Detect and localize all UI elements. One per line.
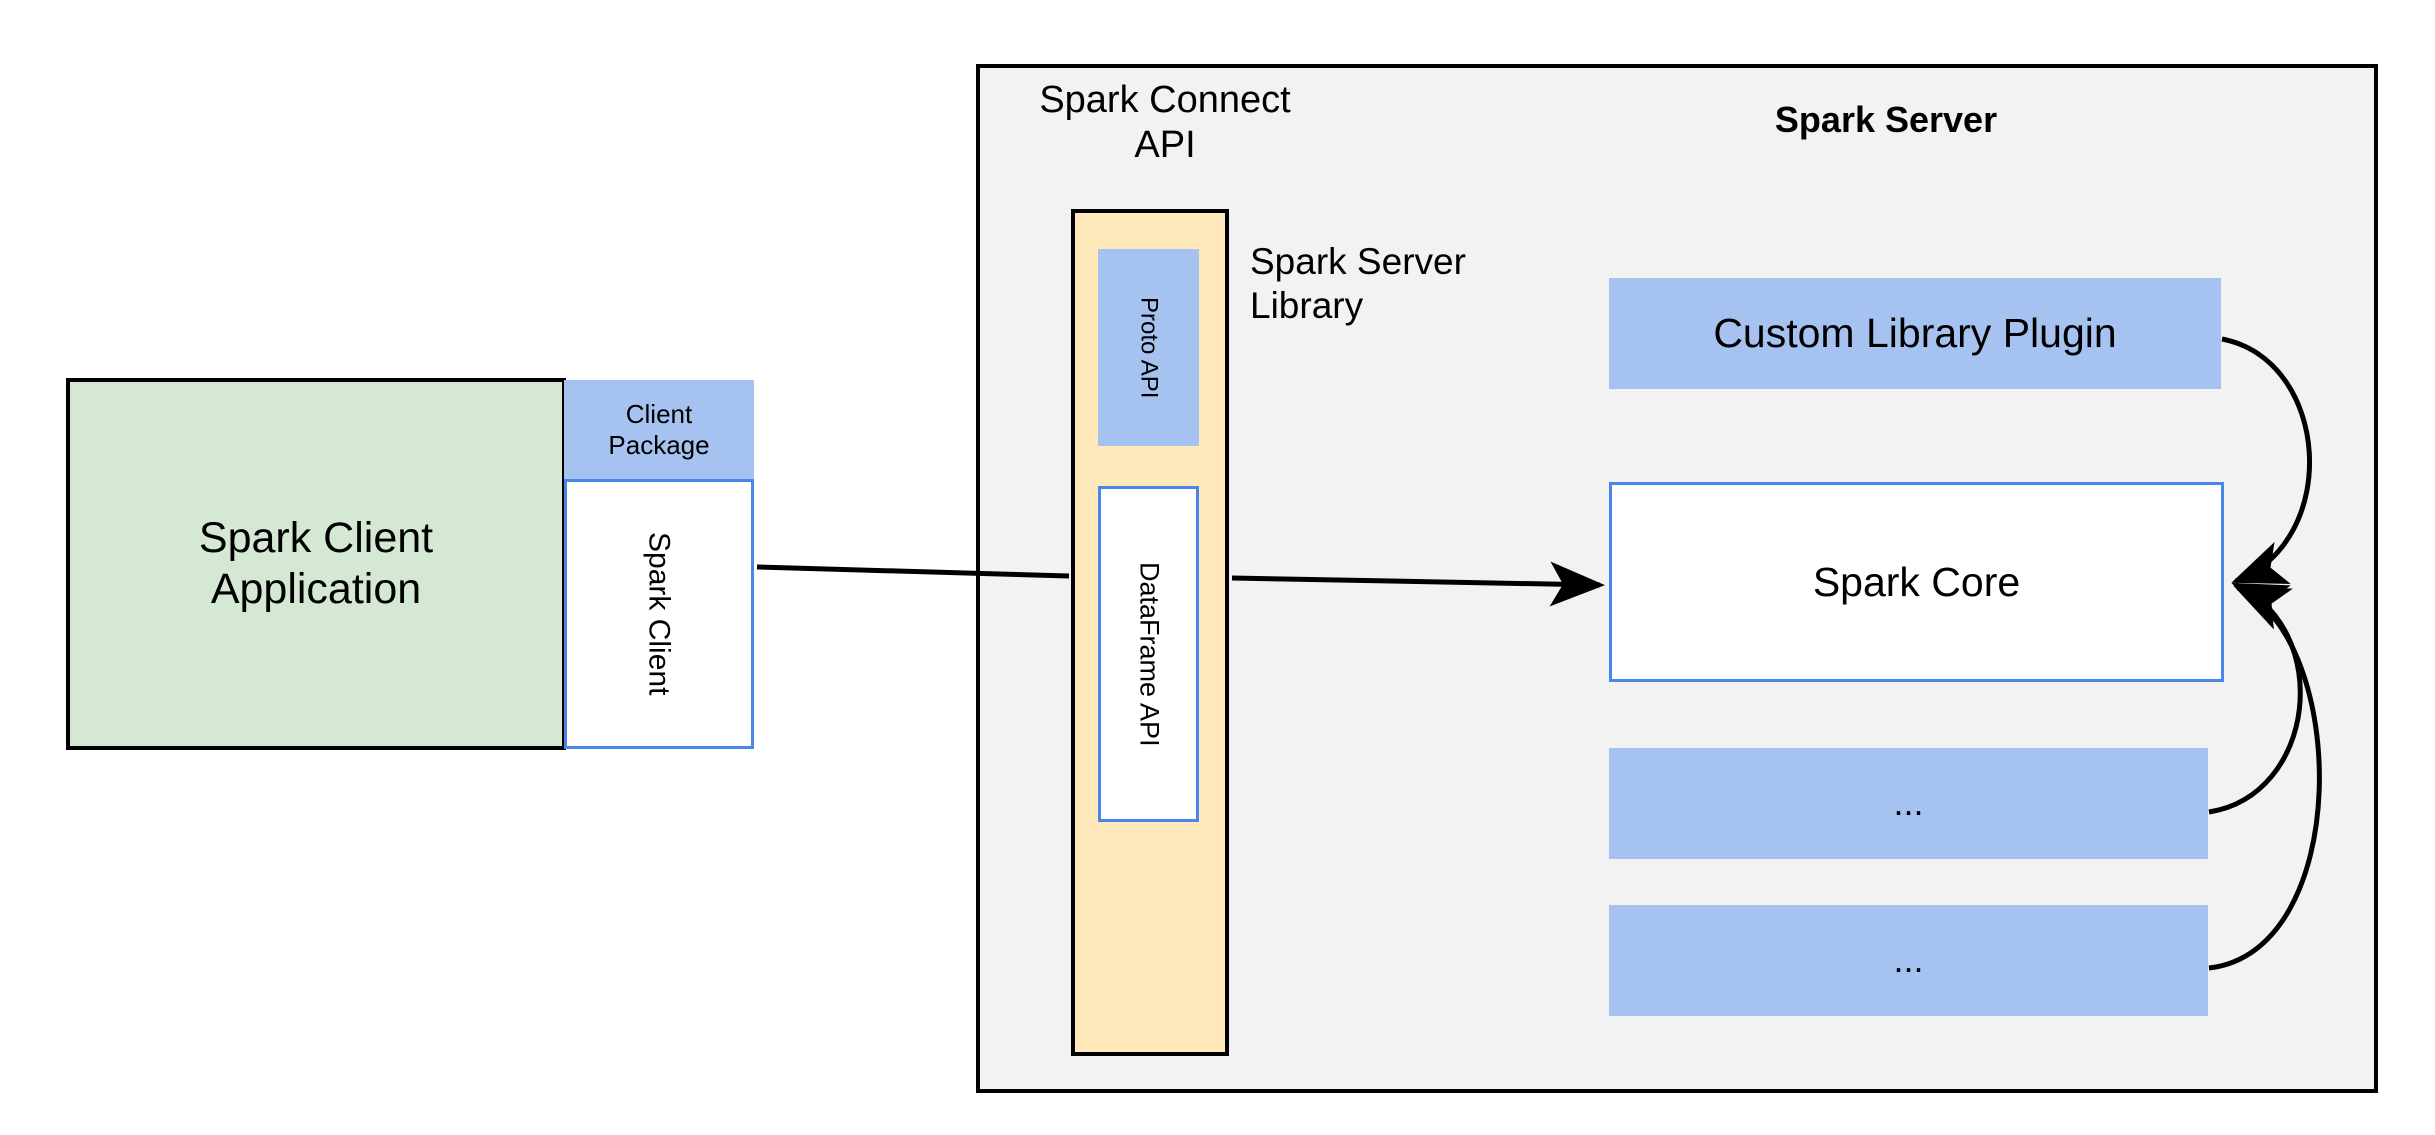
spark-connect-api-label: Spark Connect API (1020, 70, 1310, 166)
spark-client-application-label: Spark Client Application (199, 513, 433, 614)
ellipsis-box-2[interactable]: ... (1609, 905, 2208, 1016)
ellipsis-box-2-label: ... (1893, 939, 1924, 981)
dataframe-api-label: DataFrame API (1134, 561, 1165, 747)
proto-api-label: Proto API (1135, 296, 1163, 399)
spark-connect-api-label-line1: Spark Connect (1039, 79, 1291, 121)
spark-server-library-label-line2: Library (1250, 284, 1364, 326)
ellipsis-box-1[interactable]: ... (1609, 748, 2208, 859)
spark-client-label: Spark Client (642, 532, 676, 696)
spark-client-application-label-line2: Application (210, 565, 422, 613)
spark-server-library-label: Spark Server Library (1250, 240, 1560, 344)
spark-core-label: Spark Core (1812, 558, 2021, 605)
spark-client-box[interactable]: Spark Client (564, 479, 754, 749)
custom-library-plugin-box[interactable]: Custom Library Plugin (1609, 278, 2221, 389)
custom-library-plugin-label: Custom Library Plugin (1713, 310, 2117, 357)
dataframe-api-box[interactable]: DataFrame API (1098, 486, 1199, 822)
ellipsis-box-1-label: ... (1893, 782, 1924, 824)
client-package-label-line2: Package (608, 429, 710, 460)
spark-connect-api-label-line2: API (1134, 123, 1196, 166)
spark-server-library-label-line1: Spark Server (1250, 241, 1466, 282)
spark-core-box[interactable]: Spark Core (1609, 482, 2224, 682)
proto-api-box[interactable]: Proto API (1098, 249, 1199, 446)
spark-client-application-box[interactable]: Spark Client Application (66, 378, 566, 750)
client-package-box[interactable]: Client Package (564, 380, 754, 479)
spark-server-title: Spark Server (1774, 98, 1998, 140)
spark-client-application-label-line1: Spark Client (198, 514, 434, 563)
client-package-label: Client Package (608, 399, 709, 460)
client-package-label-line1: Client (625, 398, 693, 429)
